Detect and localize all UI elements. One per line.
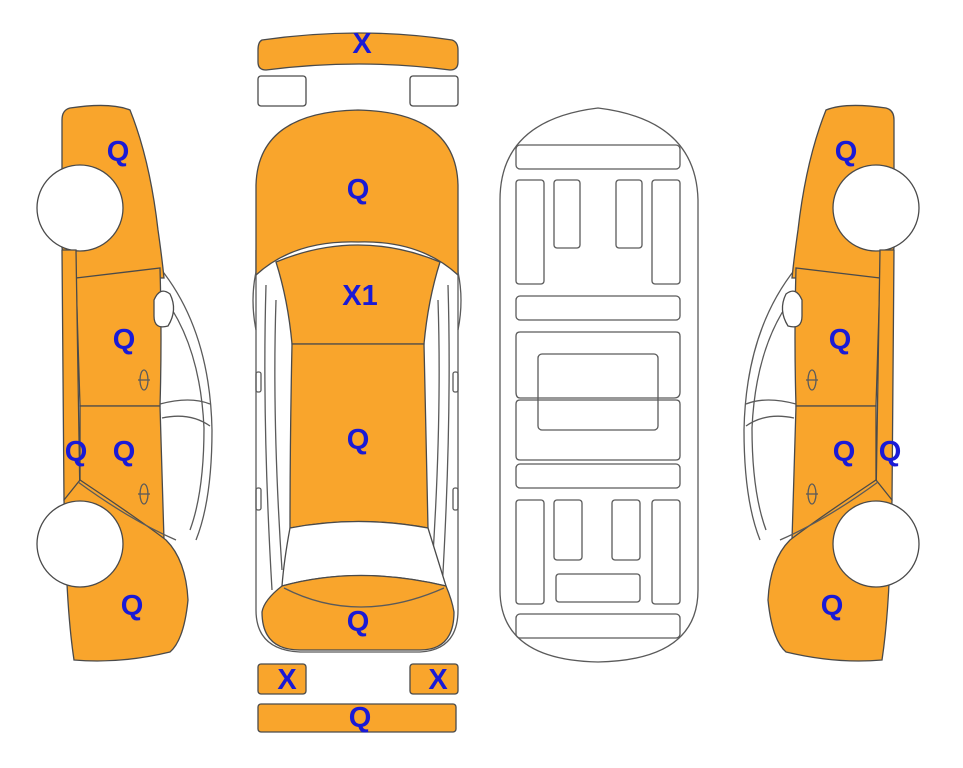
label-tail-light-right: X <box>428 664 448 696</box>
right-side-view <box>743 104 920 662</box>
left-window-divider-2 <box>161 415 211 427</box>
underbody-front-right-rail[interactable] <box>651 179 681 285</box>
label-front-bumper: X <box>352 28 372 60</box>
right-rear-wheel[interactable] <box>832 500 920 588</box>
right-window-divider <box>745 399 797 405</box>
underbody-view <box>499 107 699 663</box>
underbody-front-right-inner[interactable] <box>615 179 643 249</box>
label-rear-bumper: Q <box>349 702 372 734</box>
right-door-glass-line <box>779 481 879 541</box>
left-rear-door-handle[interactable] <box>138 483 150 505</box>
label-roof: Q <box>347 424 370 456</box>
left-tail-light[interactable] <box>257 663 307 695</box>
left-greenhouse-inner <box>157 289 205 531</box>
left-side-glass[interactable] <box>264 284 273 591</box>
underbody-spare-well[interactable] <box>555 573 641 603</box>
label-left-rear-door: Q <box>113 436 136 468</box>
label-left-front-fender: Q <box>107 136 130 168</box>
left-rear-wheel[interactable] <box>36 500 124 588</box>
underbody-rear-left-rail[interactable] <box>515 499 545 605</box>
right-greenhouse-inner <box>751 289 799 531</box>
front-bumper-panel[interactable] <box>257 32 459 71</box>
right-handle-top-2 <box>452 487 459 511</box>
top-view: X Q X1 Q Q X X Q <box>252 28 462 734</box>
underbody-front-left-inner[interactable] <box>553 179 581 249</box>
label-right-rear-door: Q <box>833 436 856 468</box>
left-greenhouse <box>159 267 213 541</box>
label-windshield: X1 <box>342 280 377 312</box>
left-front-door-handle[interactable] <box>138 369 150 391</box>
hood-panel[interactable] <box>255 109 459 277</box>
underbody-outline <box>499 107 699 663</box>
right-side-glass[interactable] <box>441 284 450 591</box>
right-front-door-handle[interactable] <box>806 369 818 391</box>
top-body-outline <box>255 250 459 653</box>
underbody-rear-crossmember[interactable] <box>515 613 681 639</box>
label-right-rear-quarter: Q <box>821 590 844 622</box>
right-side-glass-inner <box>431 299 440 571</box>
right-headlight[interactable] <box>409 75 459 107</box>
underbody-center-frame[interactable] <box>515 331 681 399</box>
right-tail-light[interactable] <box>409 663 459 695</box>
left-side-mirror[interactable] <box>252 271 257 331</box>
left-side-view: Q Q Q Q Q <box>36 104 213 662</box>
left-handle-top-2 <box>255 487 262 511</box>
underbody-rear-right-rail[interactable] <box>651 499 681 605</box>
underbody-rear-left-inner[interactable] <box>553 499 583 561</box>
trunk-lid-line <box>283 587 445 608</box>
label-hood: Q <box>347 174 370 206</box>
trunk-panel[interactable] <box>261 574 455 651</box>
label-left-rear-quarter: Q <box>121 590 144 622</box>
left-handle-top <box>255 371 262 393</box>
right-rear-door-handle[interactable] <box>806 483 818 505</box>
underbody-front-left-rail[interactable] <box>515 179 545 285</box>
underbody-center-frame-2 <box>515 399 681 461</box>
left-window-divider <box>159 399 211 405</box>
right-greenhouse <box>743 267 797 541</box>
underbody-mid-rear-bar[interactable] <box>515 463 681 489</box>
left-side-mirror-side[interactable] <box>153 290 175 328</box>
rear-bumper-panel[interactable] <box>257 703 457 733</box>
right-window-divider-2 <box>745 415 795 427</box>
right-front-wheel[interactable] <box>832 164 920 252</box>
left-front-wheel[interactable] <box>36 164 124 252</box>
right-side-mirror[interactable] <box>457 271 462 331</box>
label-left-front-door: Q <box>113 324 136 356</box>
left-side-glass-inner <box>274 299 283 571</box>
left-headlight[interactable] <box>257 75 307 107</box>
underbody-front-crossmember[interactable] <box>515 144 681 170</box>
underbody-rear-right-inner[interactable] <box>611 499 641 561</box>
right-side-mirror-side[interactable] <box>781 290 803 328</box>
right-handle-top <box>452 371 459 393</box>
windshield-panel[interactable] <box>275 244 441 345</box>
label-trunk: Q <box>347 606 370 638</box>
underbody-floor-pan[interactable] <box>537 353 659 431</box>
label-left-rocker: Q <box>65 436 88 468</box>
label-right-front-fender: Q <box>835 136 858 168</box>
label-tail-light-left: X <box>277 664 297 696</box>
label-right-rocker: Q <box>879 436 902 468</box>
left-door-glass-line <box>77 481 177 541</box>
underbody-mid-front-bar[interactable] <box>515 295 681 321</box>
label-right-front-door: Q <box>829 324 852 356</box>
